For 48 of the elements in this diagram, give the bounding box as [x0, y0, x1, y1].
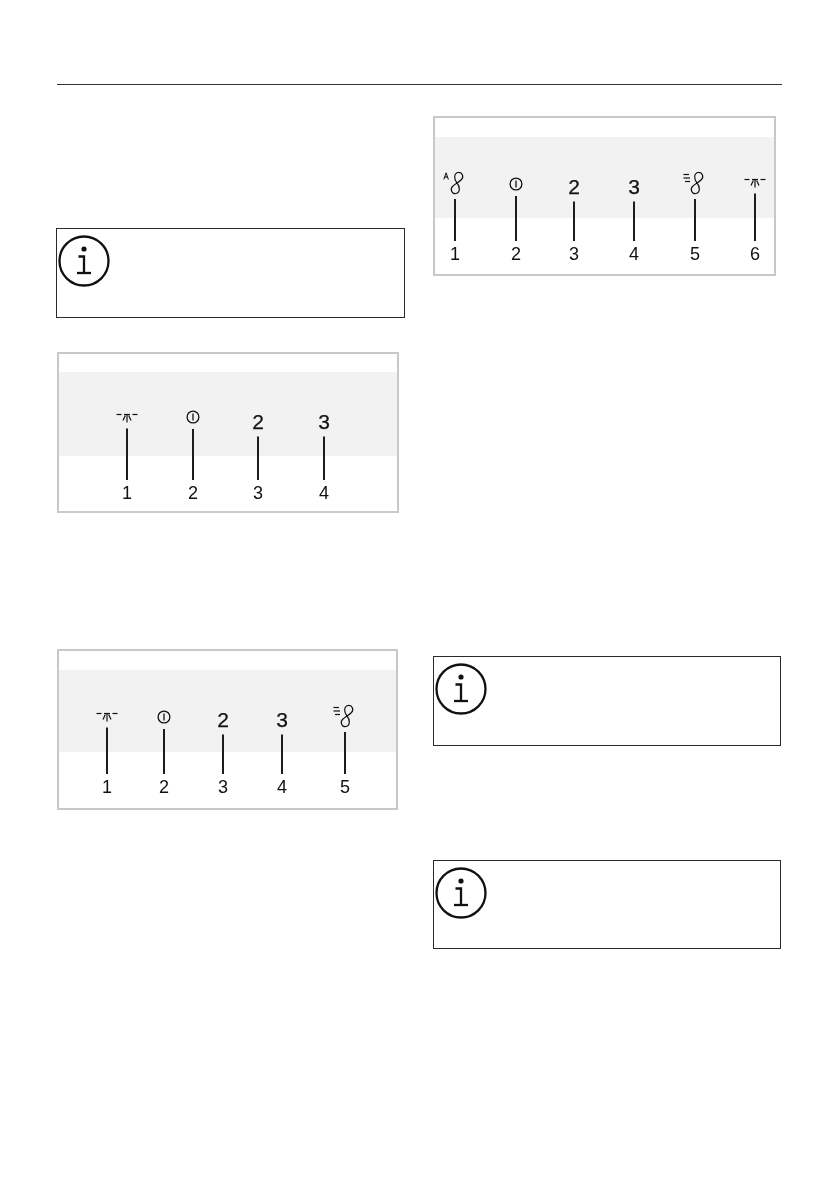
info-note-box — [433, 860, 781, 949]
callout-number: 4 — [629, 245, 639, 263]
lamp-icon — [744, 177, 766, 189]
callout-number: 5 — [690, 245, 700, 263]
leader-line — [126, 427, 128, 481]
callout-number: 1 — [122, 484, 132, 502]
info-note-box — [56, 228, 405, 318]
leader-line — [281, 733, 283, 775]
leader-line — [454, 198, 456, 242]
speed-level-number: 3 — [276, 708, 288, 730]
callout-number: 1 — [450, 245, 460, 263]
leader-line — [323, 435, 325, 481]
leader-line — [192, 428, 194, 481]
leader-line — [106, 726, 108, 775]
callout-number: 3 — [218, 778, 228, 796]
lamp-icon — [116, 412, 138, 424]
leader-line — [257, 435, 259, 481]
info-note-box — [433, 656, 781, 746]
callout-number: 4 — [277, 778, 287, 796]
leader-line — [754, 192, 756, 242]
callout-number: 6 — [750, 245, 760, 263]
power-icon — [157, 710, 171, 724]
control-panel — [57, 352, 399, 513]
power-icon — [186, 410, 200, 424]
speed-level-number: 2 — [252, 410, 264, 432]
leader-line — [163, 728, 165, 775]
leader-line — [573, 200, 575, 242]
leader-line — [694, 198, 696, 242]
speed-level-number: 2 — [217, 708, 229, 730]
leader-line — [633, 200, 635, 242]
callout-number: 3 — [253, 484, 263, 502]
speed-level-number: 3 — [628, 175, 640, 197]
lamp-icon — [96, 711, 118, 723]
callout-number: 2 — [159, 778, 169, 796]
speed-level-number: 2 — [568, 175, 580, 197]
callout-number: 1 — [102, 778, 112, 796]
speed-level-number: 3 — [318, 410, 330, 432]
control-panel — [433, 116, 776, 276]
callout-number: 4 — [319, 484, 329, 502]
control-panel — [57, 649, 398, 810]
callout-number: 3 — [569, 245, 579, 263]
callout-number: 5 — [340, 778, 350, 796]
leader-line — [344, 731, 346, 775]
callout-number: 2 — [511, 245, 521, 263]
callout-number: 2 — [188, 484, 198, 502]
power-icon — [509, 177, 523, 191]
leader-line — [515, 195, 517, 242]
leader-line — [222, 733, 224, 775]
